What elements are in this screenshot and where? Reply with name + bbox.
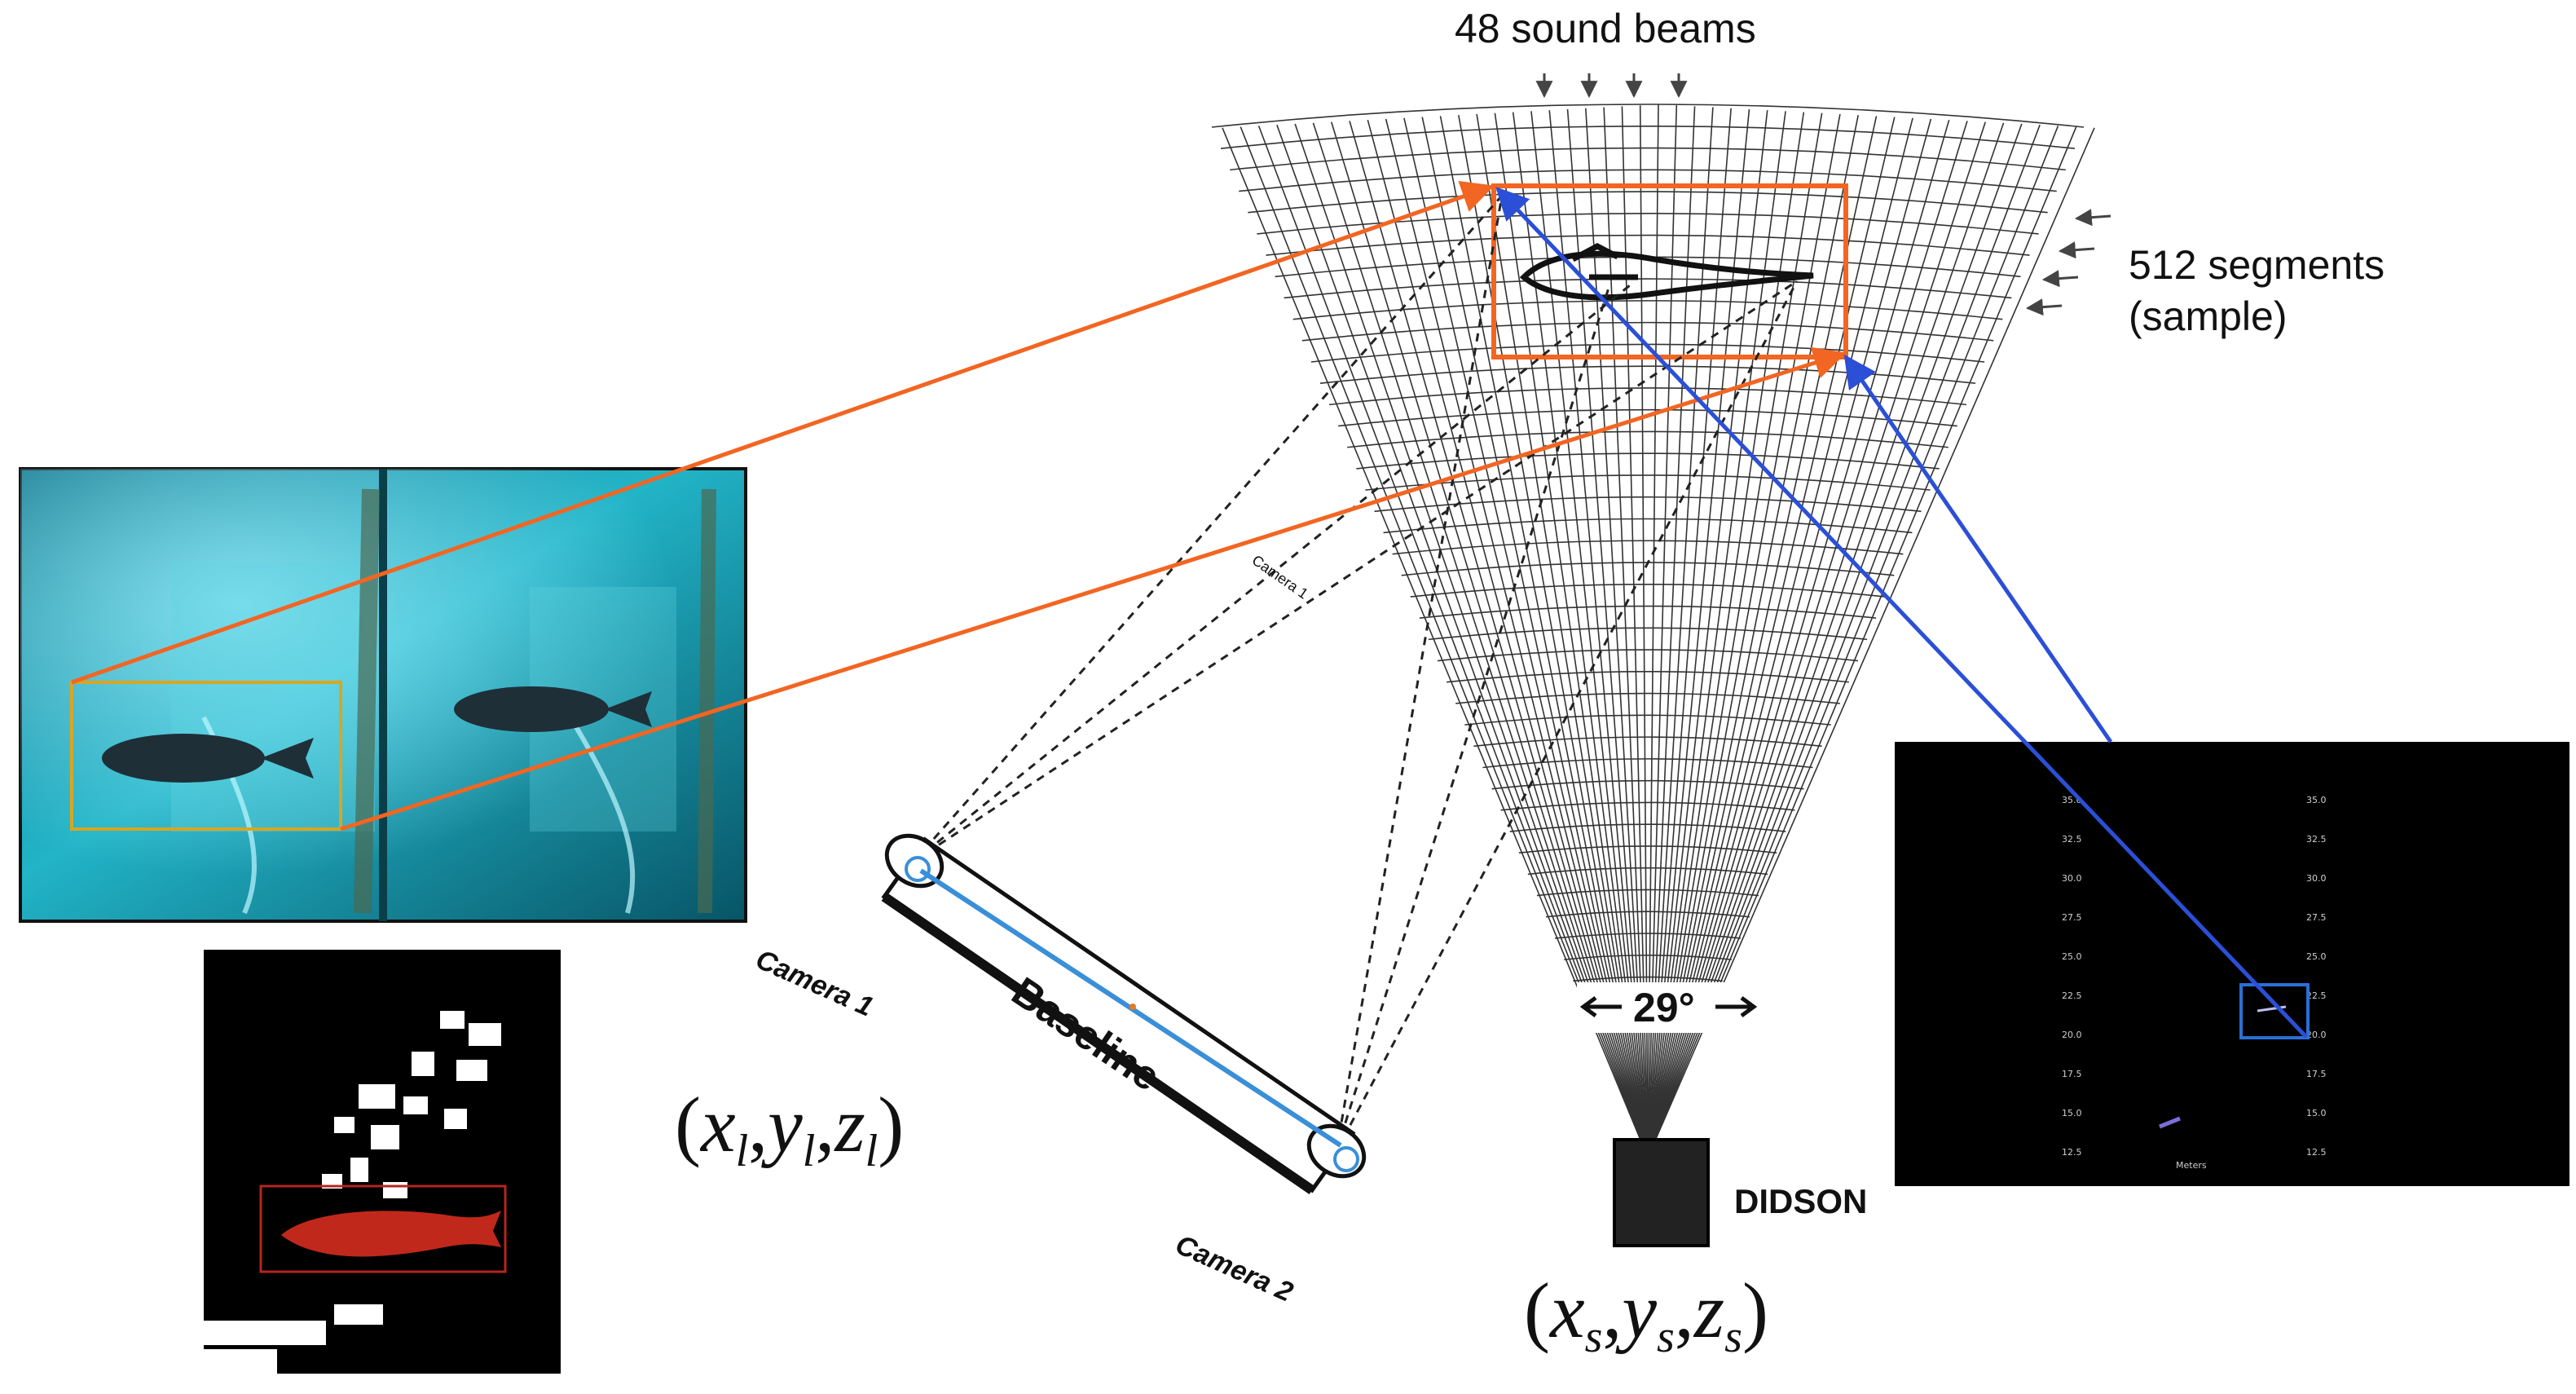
segments-sample-label: (sample) xyxy=(2129,293,2287,339)
range-segment-arc xyxy=(1374,496,1922,513)
camera-coordinate: (xl,yl,zl) xyxy=(675,1081,904,1176)
range-segment-arc xyxy=(1356,452,1940,470)
didson-label: DIDSON xyxy=(1734,1182,1867,1220)
angle-arrows xyxy=(1579,995,1758,1018)
range-segment-arc xyxy=(1455,692,1840,704)
range-segment-arc xyxy=(1464,714,1831,726)
range-segment-arc xyxy=(1248,191,2048,214)
sonar-ticks-right: 35.0 32.5 30.0 27.5 25.0 22.5 20.0 17.5 15.0 12.5 xyxy=(2306,795,2327,1158)
range-segment-arc xyxy=(1292,300,2003,320)
range-segment-arc xyxy=(1365,474,1931,491)
range-segment-arc xyxy=(1383,518,1913,534)
range-segment-arc xyxy=(1482,758,1813,769)
sonar-range-tick: 22.5 xyxy=(2062,990,2082,1001)
sonar-range-tick: 30.0 xyxy=(2306,873,2327,884)
sonar-range-tick: 25.0 xyxy=(2306,951,2327,962)
range-segment-arc xyxy=(1211,104,2085,128)
range-segment-arc xyxy=(1319,365,1976,384)
camera-sight-lines xyxy=(913,195,1799,1152)
range-segment-arc xyxy=(1410,584,1886,598)
range-segment-arc xyxy=(1518,845,1777,854)
sonar-range-tick: 15.0 xyxy=(2062,1108,2082,1118)
sonar-range-tick: 20.0 xyxy=(2062,1030,2082,1040)
sonar-coordinate: (xs,ys,zs) xyxy=(1524,1267,1768,1362)
sonar-range-tick: 32.5 xyxy=(2062,834,2082,845)
sonar-range-tick: 27.5 xyxy=(2062,912,2082,923)
sonar-range-tick: 15.0 xyxy=(2306,1108,2327,1118)
sonar-fish-outline xyxy=(1519,243,1814,301)
range-segment-arc xyxy=(1447,671,1849,683)
sonar-roi-box xyxy=(1491,183,1848,360)
sonar-range-tick: 20.0 xyxy=(2306,1030,2327,1040)
sonar-range-tick: 12.5 xyxy=(2306,1147,2327,1158)
segment-arrows xyxy=(2025,209,2111,316)
range-segment-arc xyxy=(1564,954,1732,960)
range-segment-arc xyxy=(1509,823,1786,832)
range-segment-arc xyxy=(1428,627,1868,641)
camera1-label: Camera 1 xyxy=(751,944,878,1023)
beam-line xyxy=(1639,105,1649,1158)
blue-correspondence-lines xyxy=(1495,187,2308,1039)
range-segment-arc xyxy=(1347,430,1949,448)
range-segment-arc xyxy=(1437,649,1859,662)
sound-beams-label: 48 sound beams xyxy=(1455,6,1756,51)
angle-label: 29° xyxy=(1633,985,1695,1030)
camera2-label: Camera 2 xyxy=(1171,1229,1297,1308)
range-segment-arc xyxy=(1301,321,1994,342)
range-segment-arc xyxy=(1266,234,2030,256)
segments-label: 512 segments xyxy=(2129,242,2384,288)
stereo-camera-bar xyxy=(881,833,1367,1194)
range-segment-arc xyxy=(1491,779,1804,790)
beam-arrows xyxy=(1535,73,1688,99)
range-segment-arc xyxy=(1257,213,2039,235)
sonar-range-tick: 12.5 xyxy=(2062,1147,2082,1158)
range-segment-arc xyxy=(1419,605,1877,620)
range-segment-arc xyxy=(1527,867,1768,876)
sonar-range-tick: 22.5 xyxy=(2306,990,2327,1001)
photo-roi-box xyxy=(70,681,342,831)
sonar-range-tick: 17.5 xyxy=(2306,1069,2327,1079)
didson-device-icon xyxy=(1613,1138,1710,1247)
sonar-ticks-left: 35.032.530.027.525.022.520.017.515.012.5 xyxy=(2062,795,2082,1158)
sonar-range-tick: 17.5 xyxy=(2062,1069,2082,1079)
range-segment-arc xyxy=(1573,976,1723,982)
range-segment-arc xyxy=(1220,125,2076,149)
camera-small-label: Camera 1 xyxy=(1249,552,1311,602)
range-segment-arc xyxy=(1500,801,1795,811)
beam-line xyxy=(1647,105,1678,1158)
sonar-range-tick: 30.0 xyxy=(2062,873,2082,884)
range-segment-arc xyxy=(1536,889,1759,897)
range-segment-arc xyxy=(1284,278,2012,299)
range-segment-arc xyxy=(1239,169,2057,192)
range-segment-arc xyxy=(1338,408,1957,427)
range-segment-arc xyxy=(1473,736,1822,748)
range-segment-arc xyxy=(1555,933,1741,939)
sonar-image-roi xyxy=(2239,983,2310,1039)
sonar-range-tick: 27.5 xyxy=(2306,912,2327,923)
sonar-range-tick: 25.0 xyxy=(2062,951,2082,962)
beam-line xyxy=(1647,104,1659,1158)
stereo-underwater-photo xyxy=(19,467,747,923)
orange-correspondence-lines xyxy=(71,180,1847,832)
range-segment-arc xyxy=(1392,540,1904,555)
segmentation-mask-image xyxy=(204,950,561,1374)
sonar-range-tick: 35.0 xyxy=(2306,795,2327,805)
sonar-footer: Meters xyxy=(2176,1160,2207,1171)
range-segment-arc xyxy=(1545,911,1750,918)
didson-sonar-image: 35.0 32.5 30.0 27.5 25.0 22.5 20.0 17.5 15.0 12.5… xyxy=(1895,742,2569,1186)
sonar-range-tick: 32.5 xyxy=(2306,834,2327,845)
range-segment-arc xyxy=(1230,147,2066,171)
